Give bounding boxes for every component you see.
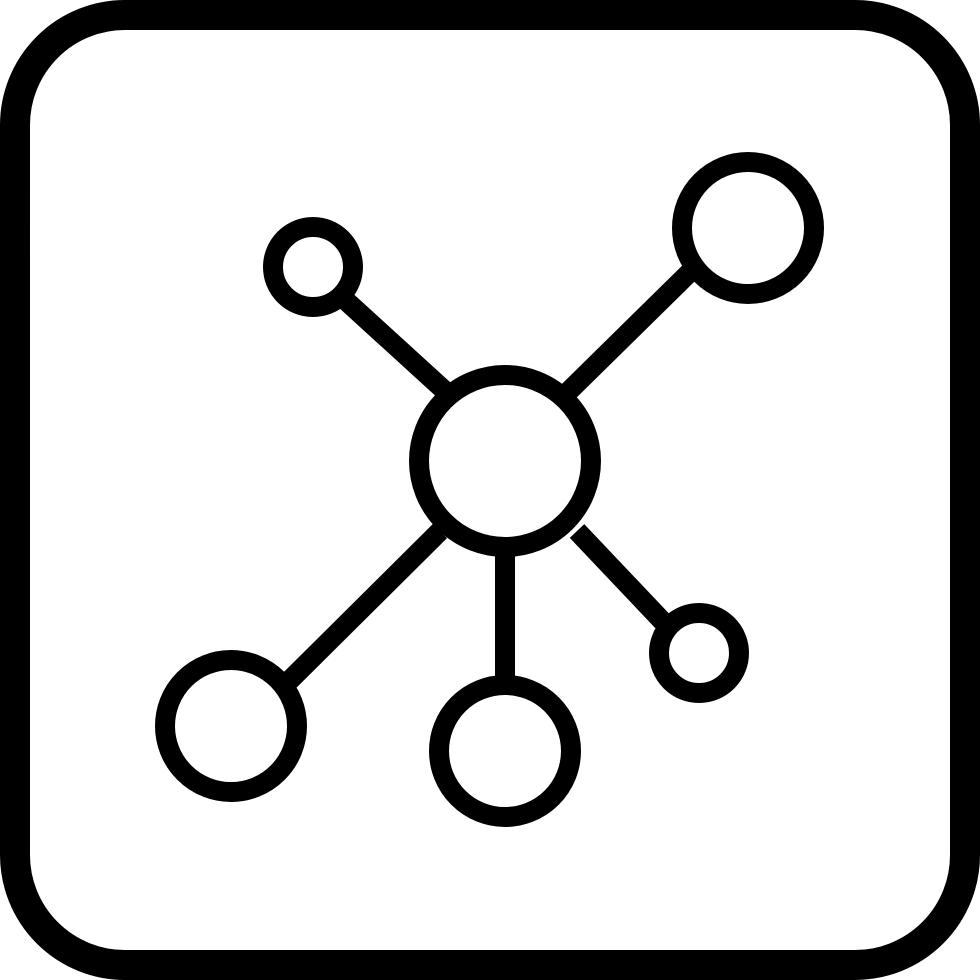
connector-lines [279, 262, 700, 691]
connector-bottom-left [279, 523, 448, 691]
node-top-left [263, 217, 363, 317]
connector-top-left [336, 290, 452, 399]
node-center-hub [409, 365, 601, 557]
node-circles [155, 152, 824, 827]
connector-bottom-right [569, 524, 676, 634]
node-bottom-center [429, 675, 581, 827]
node-top-right [672, 152, 824, 304]
node-bottom-left [155, 650, 307, 802]
connector-top-right [561, 262, 700, 399]
node-bottom-right [649, 603, 749, 703]
